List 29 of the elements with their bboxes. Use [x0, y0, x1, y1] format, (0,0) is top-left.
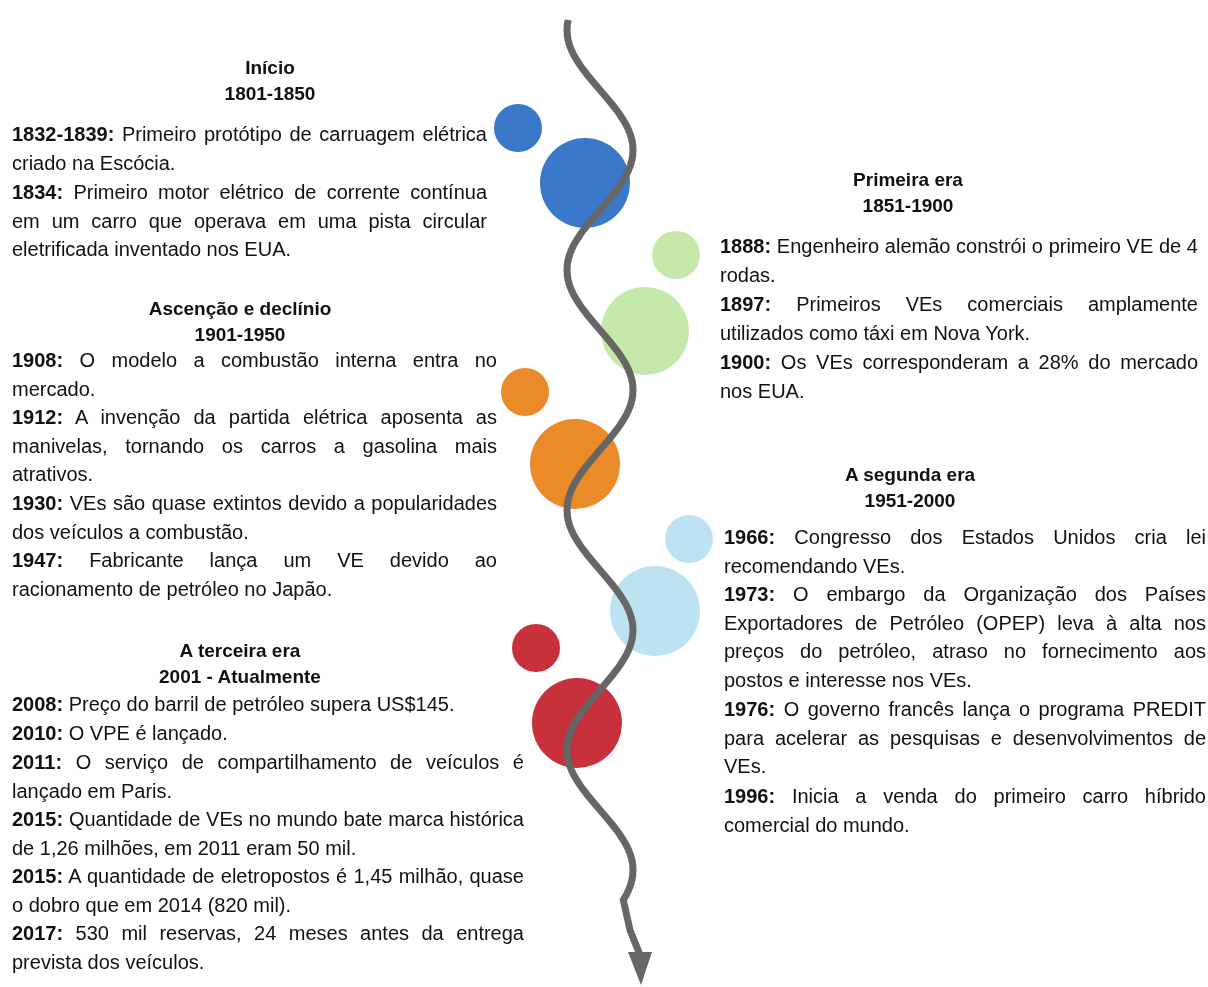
timeline-entry: 1930: VEs são quase extintos devido a popularidades dos veículos a combustão.	[12, 491, 497, 545]
timeline-entry: 1912: A invenção da partida elétrica aposenta as manivelas, tornando os carros a gasolina mais atrativos.	[12, 405, 497, 487]
era-years: 1951-2000	[863, 489, 957, 513]
timeline-entry: 1976: O governo francês lança o programa PREDIT para acelerar as pesquisas e desenvolvimentos de VEs.	[724, 697, 1206, 779]
timeline-entry: 1973: O embargo da Organização dos Países Exportadores de Petróleo (OPEP) leva à alta nos preços do petróleo, atraso no fornecimento aos postos e interesse nos VEs.	[724, 582, 1206, 693]
timeline-entry: 1834: Primeiro motor elétrico de corrente contínua em um carro que operava em uma pista circular eletrificada inventado nos EUA.	[12, 180, 487, 262]
timeline-entry: 1908: O modelo a combustão interna entra no mercado.	[12, 348, 497, 402]
timeline-entry: 2015: Quantidade de VEs no mundo bate marca histórica de 1,26 milhões, em 2011 eram 50 mil.	[12, 807, 524, 861]
era-title: Início	[244, 56, 296, 80]
timeline-entry: 2011: O serviço de compartilhamento de veículos é lançado em Paris.	[12, 750, 524, 804]
timeline-entry: 1832-1839: Primeiro protótipo de carruagem elétrica criado na Escócia.	[12, 122, 487, 176]
era-title: A terceira era	[178, 639, 302, 663]
era-years: 1801-1850	[223, 82, 317, 106]
era-years: 1901-1950	[193, 323, 287, 347]
timeline-entry: 1900: Os VEs corresponderam a 28% do mercado nos EUA.	[720, 350, 1198, 404]
era-title: Ascenção e declínio	[147, 297, 333, 321]
timeline-entry: 2017: 530 mil reservas, 24 meses antes da entrega prevista dos veículos.	[12, 921, 524, 975]
timeline-entry: 1888: Engenheiro alemão constrói o primeiro VE de 4 rodas.	[720, 234, 1198, 288]
timeline-entry: 1966: Congresso dos Estados Unidos cria lei recomendando VEs.	[724, 525, 1206, 579]
timeline-entry: 1996: Inicia a venda do primeiro carro híbrido comercial do mundo.	[724, 784, 1206, 838]
era-title: A segunda era	[843, 463, 977, 487]
era-years: 1851-1900	[861, 194, 955, 218]
era-years: 2001 - Atualmente	[158, 665, 322, 689]
timeline-entry: 2008: Preço do barril de petróleo supera US$145.	[12, 692, 456, 717]
timeline-entry: 1897: Primeiros VEs comerciais amplamente utilizados como táxi em Nova York.	[720, 292, 1198, 346]
era-title: Primeira era	[852, 168, 964, 192]
timeline-entry: 1947: Fabricante lança um VE devido ao racionamento de petróleo no Japão.	[12, 548, 497, 602]
timeline-entry: 2015: A quantidade de eletropostos é 1,45 milhão, quase o dobro que em 2014 (820 mil).	[12, 864, 524, 918]
timeline-entry: 2010: O VPE é lançado.	[12, 721, 229, 746]
